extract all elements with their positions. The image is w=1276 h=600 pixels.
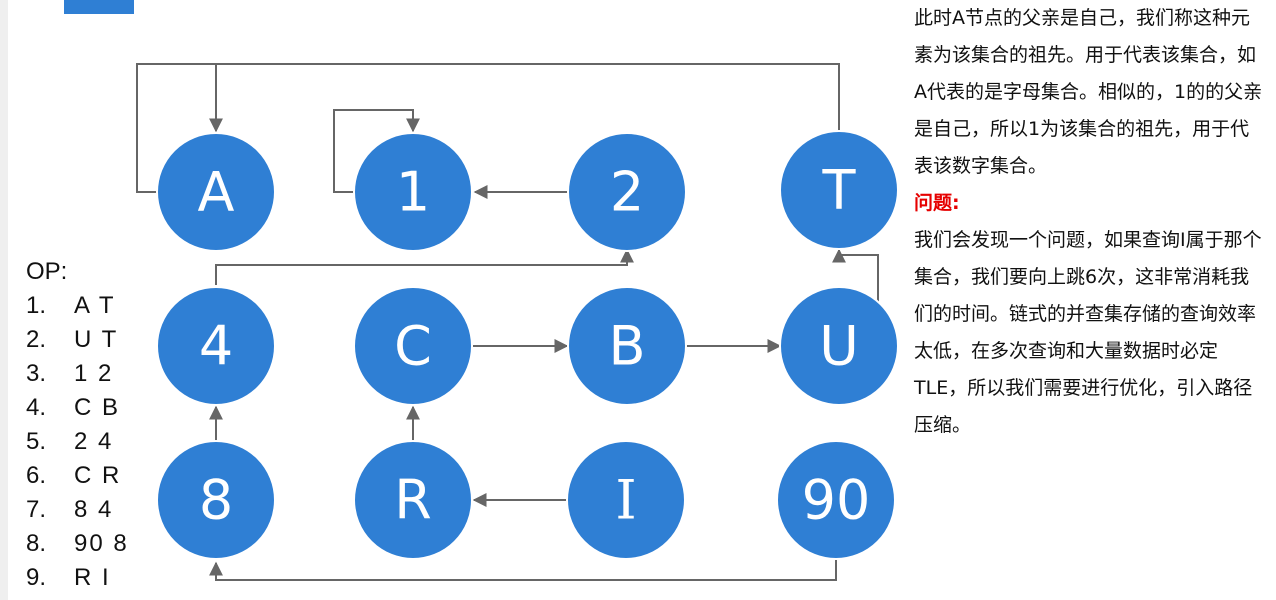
node-label-u: U [819, 315, 859, 378]
explanation-paragraph-root: 此时A节点的父亲是自己，我们称这种元素为该集合的祖先。用于代表该集合，如A代表的… [914, 7, 1263, 177]
operation-item: 9.R I [26, 564, 111, 591]
operation-list: OP: 1.A T 2.U T 3.1 2 4.C B 5.2 4 6.C R … [26, 255, 146, 595]
edge-4-to-2 [215, 248, 634, 285]
edge-t-to-a [216, 63, 840, 131]
explanation-panel: 此时A节点的父亲是自己，我们称这种元素为该集合的祖先。用于代表该集合，如A代表的… [914, 0, 1264, 444]
node-r [353, 440, 473, 560]
operation-item: 5.2 4 [26, 428, 114, 455]
left-margin-strip [0, 0, 8, 600]
operation-item: 4.C B [26, 394, 121, 421]
operation-item: 6.C R [26, 462, 122, 489]
nodes [156, 130, 899, 560]
node-u [779, 286, 899, 406]
section-number-badge [64, 0, 134, 14]
operation-item: 7.8 4 [26, 496, 114, 523]
node-1 [353, 132, 473, 252]
node-t [779, 130, 899, 250]
operation-item: 3.1 2 [26, 360, 114, 387]
edge-1-self-loop [333, 109, 420, 193]
problem-heading: 问题: [914, 192, 960, 214]
operation-item: 1.A T [26, 292, 116, 319]
edge-u-to-t [832, 248, 879, 304]
node-label-t: T [822, 159, 857, 222]
node-label-2: 2 [610, 161, 644, 224]
operation-item: 8.90 8 [26, 530, 129, 557]
node-b [567, 286, 687, 406]
operation-list-title: OP: [26, 258, 68, 285]
node-c [353, 286, 473, 406]
node-labels: A 1 2 T 4 C B U 8 R I 90 [198, 159, 871, 532]
node-label-i: I [615, 469, 636, 532]
union-find-diagram: A 1 2 T 4 C B U 8 R I 90 [136, 63, 899, 581]
node-2 [567, 132, 687, 252]
node-label-b: B [608, 315, 645, 378]
node-8 [156, 440, 276, 560]
node-label-4: 4 [199, 315, 233, 378]
node-i [566, 440, 686, 560]
node-label-r: R [394, 469, 432, 532]
explanation-paragraph-problem: 我们会发现一个问题，如果查询I属于那个集合，我们要向上跳6次，这非常消耗我们的时… [914, 229, 1262, 436]
node-label-c: C [394, 315, 432, 378]
edge-90-to-8 [209, 560, 837, 581]
node-label-90: 90 [802, 469, 871, 532]
node-4 [156, 286, 276, 406]
node-label-a: A [198, 161, 235, 224]
edges [136, 63, 879, 581]
edge-a-self-loop [136, 63, 223, 193]
node-label-1: 1 [396, 161, 430, 224]
node-a [156, 132, 276, 252]
node-90 [776, 440, 896, 560]
node-label-8: 8 [199, 469, 233, 532]
operation-item: 2.U T [26, 326, 119, 353]
